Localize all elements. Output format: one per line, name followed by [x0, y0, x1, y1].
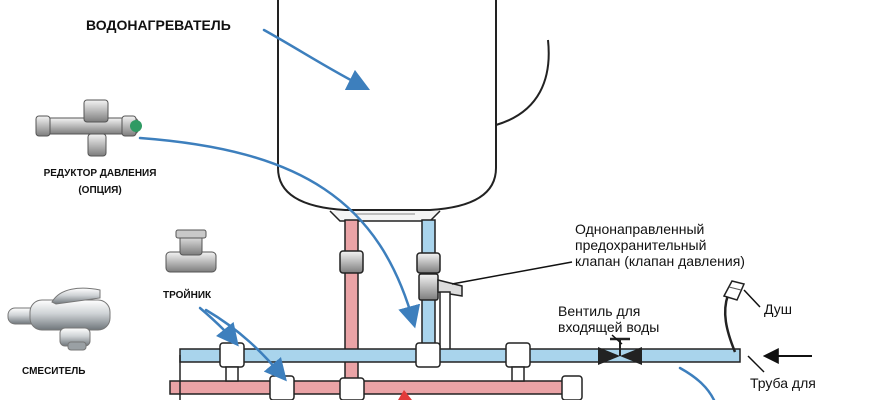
reducer-label-line2: (ОПЦИЯ) — [78, 185, 122, 196]
safety-valve-body — [416, 252, 441, 274]
leader-shower — [743, 289, 761, 308]
pipe-label: Труба для — [750, 375, 816, 391]
safety-valve-label-line2: предохранительный — [575, 237, 707, 253]
safety-valve-lower — [418, 273, 439, 301]
leader-valve — [451, 261, 573, 285]
tee-fitting-cold-left — [219, 342, 245, 382]
arrow-to-pipe — [678, 366, 716, 400]
arrow-to-heater — [262, 28, 371, 91]
mixer-label: СМЕСИТЕЛЬ — [22, 366, 86, 377]
arrow-to-reducer — [138, 136, 421, 329]
safety-valve-label-line3: клапан (клапан давления) — [575, 253, 745, 269]
shower-label: Душ — [764, 301, 793, 317]
reducer-label-line1: РЕДУКТОР ДАВЛЕНИЯ — [43, 168, 157, 179]
inlet-valve-label: Вентиль для входящей воды — [558, 303, 659, 335]
tee-fitting-hot-left — [269, 375, 295, 400]
inlet-valve-label-line2: входящей воды — [558, 319, 660, 335]
pressure-reducer-photo — [35, 99, 142, 157]
leader-pipe — [747, 355, 765, 373]
hot-flow-arrow — [398, 390, 412, 400]
arrow-to-tee-hot — [204, 308, 287, 382]
inlet-valve-label-line1: Вентиль для — [558, 303, 641, 319]
hot-water-main — [169, 380, 581, 395]
tee-fitting-hot-center — [339, 377, 365, 400]
hot-riser-union — [339, 250, 364, 274]
mixer-faucet-photo — [7, 287, 111, 351]
tee-fitting-photo — [165, 229, 217, 273]
shower-head — [722, 280, 746, 353]
leader-inlet — [611, 334, 623, 345]
arrow-to-tee-cold — [198, 306, 239, 347]
tee-label: ТРОЙНИК — [163, 290, 212, 301]
inlet-valve — [598, 337, 642, 365]
drain-pipe — [439, 291, 451, 353]
tee-fitting-cold-center — [415, 342, 441, 368]
safety-valve-label-line1: Однонаправленный — [575, 221, 705, 237]
tee-fitting-cold-right — [505, 342, 531, 382]
pointer-arrows — [138, 28, 716, 400]
leader-lines — [451, 261, 765, 373]
reducer-label: РЕДУКТОР ДАВЛЕНИЯ (ОПЦИЯ) — [26, 165, 174, 199]
safety-valve-label: Однонаправленный предохранительный клапа… — [575, 221, 745, 269]
hot-water-riser — [344, 219, 359, 400]
tee-fitting-hot-right — [561, 375, 583, 400]
heater-label: ВОДОНАГРЕВАТЕЛЬ — [86, 17, 231, 33]
water-heater-tank — [277, 0, 550, 222]
